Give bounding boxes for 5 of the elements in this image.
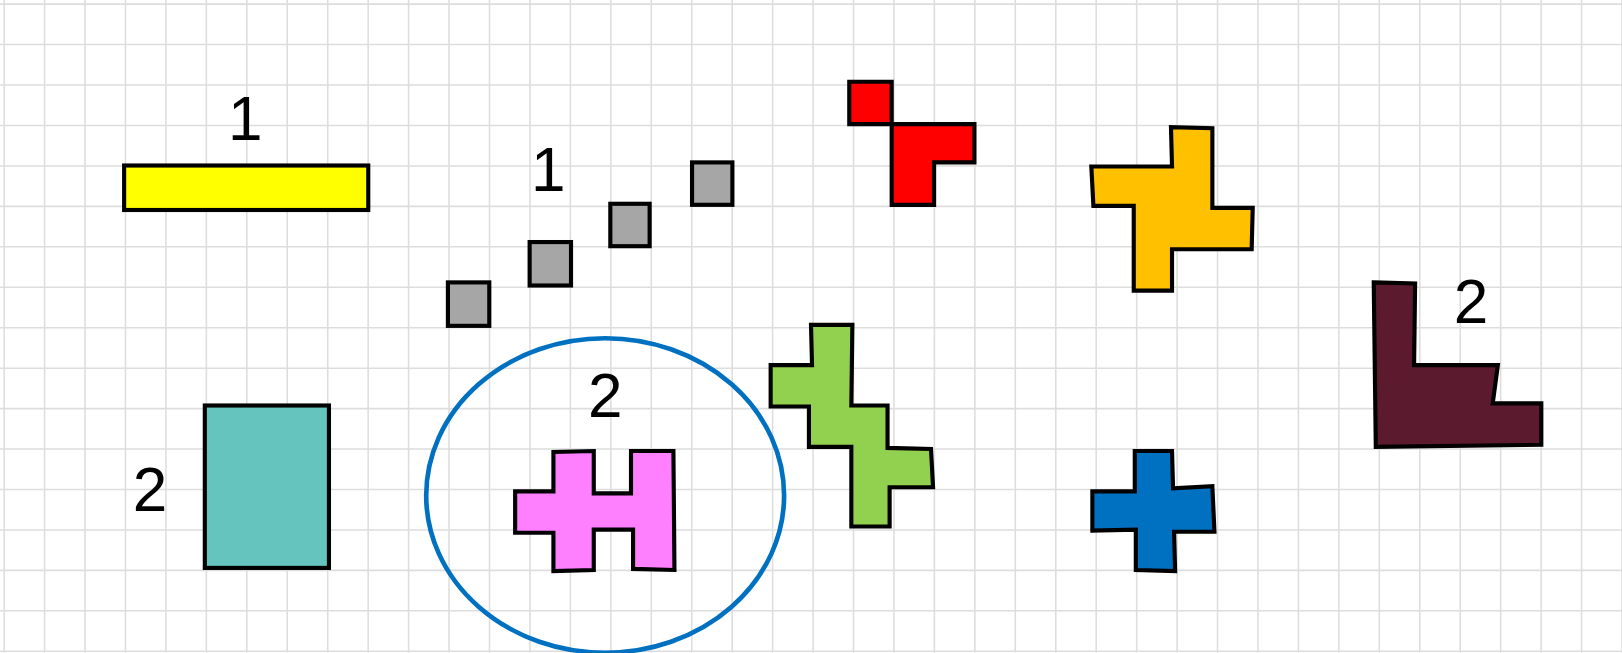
count-number: 2 <box>1453 271 1489 334</box>
count-number: 1 <box>227 87 263 150</box>
count-number: 2 <box>587 365 623 428</box>
count-number: 2 <box>132 459 168 522</box>
count-number: 1 <box>531 139 566 202</box>
